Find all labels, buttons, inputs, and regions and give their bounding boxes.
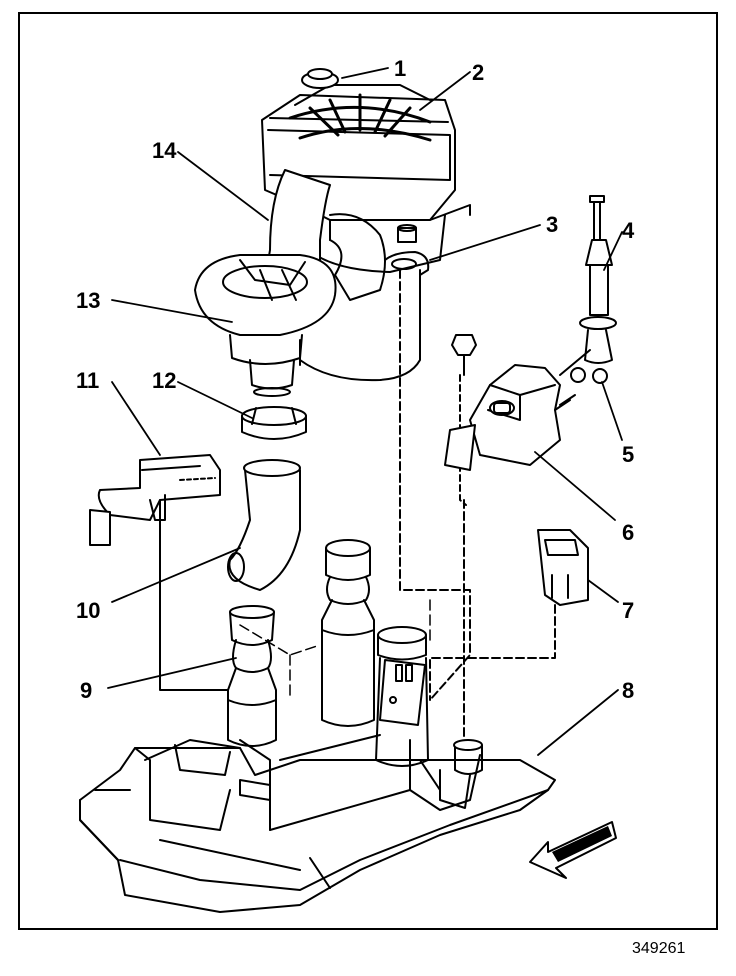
outlet-hose: [264, 169, 386, 301]
rubber-bumper-left: [227, 605, 277, 747]
callout-10: 10: [76, 598, 101, 623]
mounting-stud-fitting: [384, 224, 471, 701]
mount-stud: [439, 739, 483, 809]
callout-8: 8: [622, 678, 635, 703]
electrical-connector: [429, 529, 589, 701]
hose-clamp: [241, 406, 307, 440]
callout-3: 3: [546, 212, 559, 237]
rubber-bumper-center: [321, 539, 375, 727]
solenoid-valve: [444, 364, 571, 471]
base-tray: [79, 734, 556, 913]
callout-12: 12: [152, 368, 177, 393]
callout-6: 6: [622, 520, 635, 545]
hanger-bracket: [89, 454, 229, 691]
callout-13: 13: [76, 288, 101, 313]
callout-leaders: [107, 67, 623, 756]
figure-id: 349261: [632, 940, 686, 957]
mounting-bolt: [451, 334, 477, 741]
callout-2: 2: [472, 60, 485, 85]
rubber-bumper-right: [375, 626, 429, 767]
callout-7: 7: [622, 598, 635, 623]
assembly-guide-lines: [239, 599, 431, 701]
callout-11: 11: [76, 368, 100, 393]
check-valve: [194, 254, 337, 397]
callout-9: 9: [80, 678, 93, 703]
hose-elbow: [227, 459, 301, 591]
vent-valve: [559, 195, 617, 376]
callout-14: 14: [152, 138, 177, 163]
front-arrow-icon: [529, 821, 617, 879]
callout-5: 5: [622, 442, 635, 467]
callout-1: 1: [394, 56, 407, 81]
callout-4: 4: [622, 218, 635, 243]
retaining-nuts: [559, 367, 608, 406]
